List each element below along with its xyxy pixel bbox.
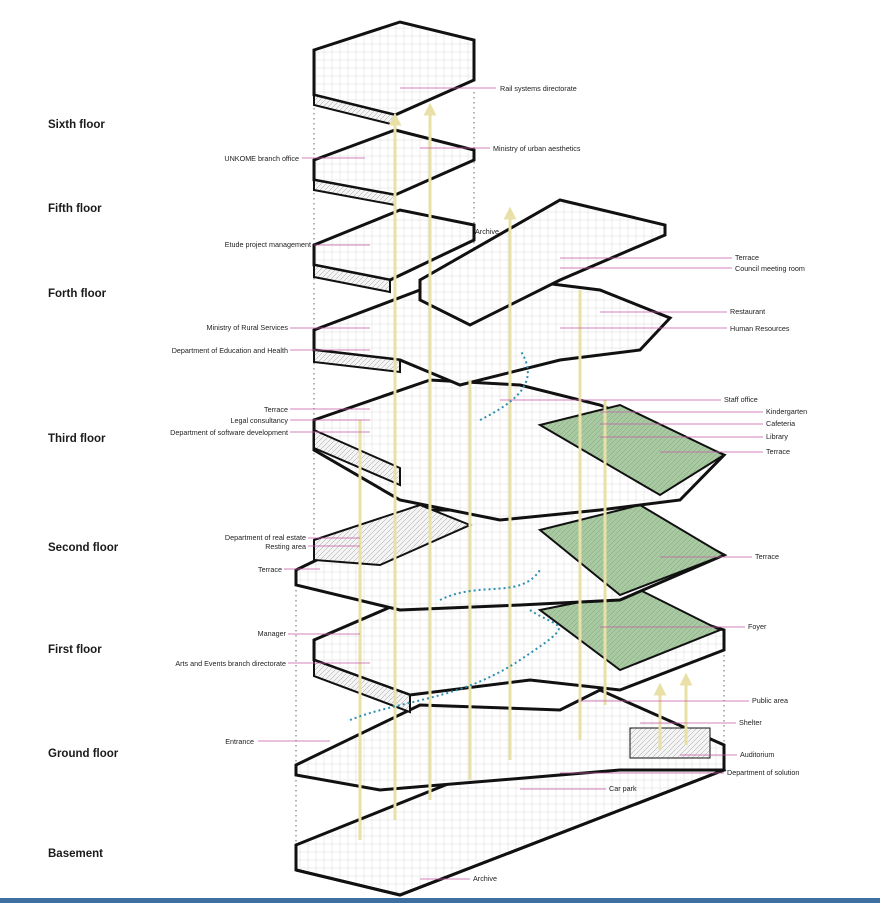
label-kindergarten: Kindergarten: [766, 407, 808, 416]
floor-name-fifth: Fifth floor: [48, 203, 102, 215]
label-foyer: Foyer: [748, 622, 767, 631]
circulation-paths: [349, 349, 560, 721]
label-archive-upper: Archive: [475, 227, 499, 236]
label-rail-systems-directorate: Rail systems directorate: [500, 84, 577, 93]
floor-name-sixth: Sixth floor: [48, 119, 105, 131]
label-staff-office: Staff office: [724, 395, 758, 404]
construction-lines: [295, 88, 725, 870]
label-etude-project-management: Etude project management: [224, 240, 311, 249]
label-archive-basement: Archive: [473, 874, 497, 883]
floor-name-basement: Basement: [48, 848, 103, 860]
label-auditorium: Auditorium: [740, 750, 775, 759]
label-human-resources: Human Resources: [730, 324, 790, 333]
leader-lines: [258, 87, 763, 880]
label-entrance: Entrance: [225, 737, 254, 746]
label-shelter: Shelter: [739, 718, 762, 727]
label-terrace-second: Terrace: [258, 565, 282, 574]
floor-name-second: Second floor: [48, 542, 119, 554]
label-dept-software-development: Department of software development: [170, 428, 288, 437]
upper-wing-plate: [418, 198, 667, 327]
label-library: Library: [766, 432, 788, 441]
label-council-meeting-room: Council meeting room: [735, 264, 805, 273]
floor-name-ground: Ground floor: [48, 748, 119, 760]
label-ministry-rural-services: Ministry of Rural Services: [206, 323, 288, 332]
label-arts-events-directorate: Arts and Events branch directorate: [175, 659, 286, 668]
label-public-area: Public area: [752, 696, 788, 705]
label-restaurant: Restaurant: [730, 307, 766, 316]
label-dept-education-health: Department of Education and Health: [171, 346, 288, 355]
label-cafeteria: Cafeteria: [766, 419, 796, 428]
label-department-of-solution: Department of solution: [727, 768, 800, 777]
floor-name-third: Third floor: [48, 433, 106, 445]
vertical-cores: [358, 102, 693, 840]
label-terrace-third: Terrace: [264, 405, 288, 414]
label-terrace-forth: Terrace: [735, 253, 759, 262]
roof-plate: [312, 20, 476, 127]
label-resting-area: Resting area: [265, 542, 306, 551]
label-dept-real-estate: Department of real estate: [224, 533, 306, 542]
label-manager: Manager: [257, 629, 286, 638]
floor-name-forth: Forth floor: [48, 288, 107, 300]
bottom-accent-bar: [0, 898, 880, 903]
label-legal-consultancy: Legal consultancy: [230, 416, 288, 425]
label-terrace-third-right: Terrace: [766, 447, 790, 456]
third-floor-plate: [312, 378, 727, 522]
second-floor-plate: [294, 488, 728, 612]
label-ministry-urban-aesthetics: Ministry of urban aesthetics: [493, 144, 581, 153]
label-car-park: Car park: [609, 784, 637, 793]
label-terrace-second-right: Terrace: [755, 552, 779, 561]
label-unkome-branch-office: UNKOME branch office: [224, 154, 299, 163]
floor-name-first: First floor: [48, 644, 102, 656]
